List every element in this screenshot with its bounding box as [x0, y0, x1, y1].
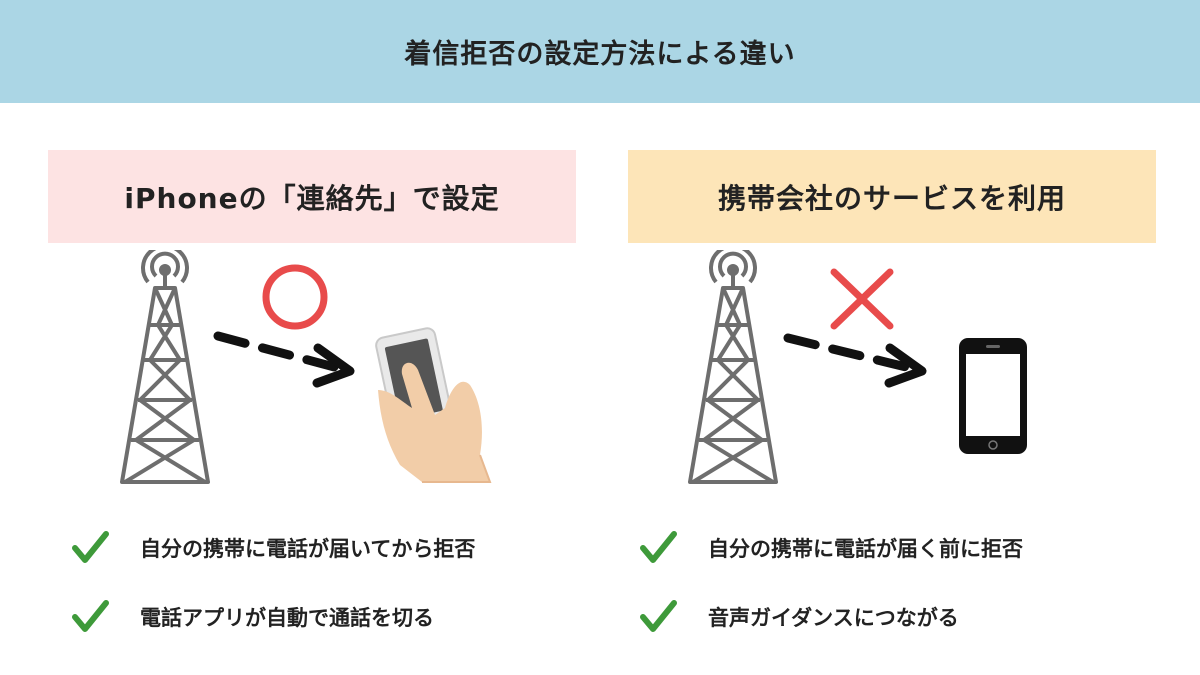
check-icon [72, 531, 109, 563]
right-bullet-2: 音声ガイダンスにつながる [638, 597, 959, 637]
left-illustration [120, 250, 492, 484]
check-icon [72, 600, 109, 632]
left-panel-header: iPhoneの「連絡先」で設定 [48, 150, 576, 243]
right-panel-header: 携帯会社のサービスを利用 [628, 150, 1156, 243]
right-illustration [688, 250, 1027, 484]
antenna-tower-icon [688, 250, 778, 484]
right-bullet-1-text: 自分の携帯に電話が届く前に拒否 [708, 537, 1023, 561]
antenna-tower-icon [120, 250, 210, 484]
smartphone-icon [959, 338, 1027, 454]
dashed-arrow-icon [783, 333, 927, 388]
circle-icon [262, 264, 328, 330]
title-banner: 着信拒否の設定方法による違い [0, 0, 1200, 103]
left-panel-title: iPhoneの「連絡先」で設定 [124, 181, 500, 215]
left-bullet-2-text: 電話アプリが自動で通話を切る [140, 606, 434, 630]
check-icon [640, 600, 677, 632]
right-bullet-1: 自分の携帯に電話が届く前に拒否 [638, 528, 1023, 568]
right-bullet-2-text: 音声ガイダンスにつながる [708, 606, 959, 630]
left-bullet-1: 自分の携帯に電話が届いてから拒否 [70, 528, 475, 568]
left-bullet-2: 電話アプリが自動で通話を切る [70, 597, 434, 637]
check-icon [640, 531, 677, 563]
page-title: 着信拒否の設定方法による違い [404, 39, 796, 70]
right-panel-title: 携帯会社のサービスを利用 [717, 181, 1066, 215]
cross-icon [830, 268, 894, 330]
dashed-arrow-icon [213, 331, 355, 388]
left-bullet-1-text: 自分の携帯に電話が届いてから拒否 [140, 537, 476, 561]
hand-holding-phone-icon [375, 327, 492, 483]
